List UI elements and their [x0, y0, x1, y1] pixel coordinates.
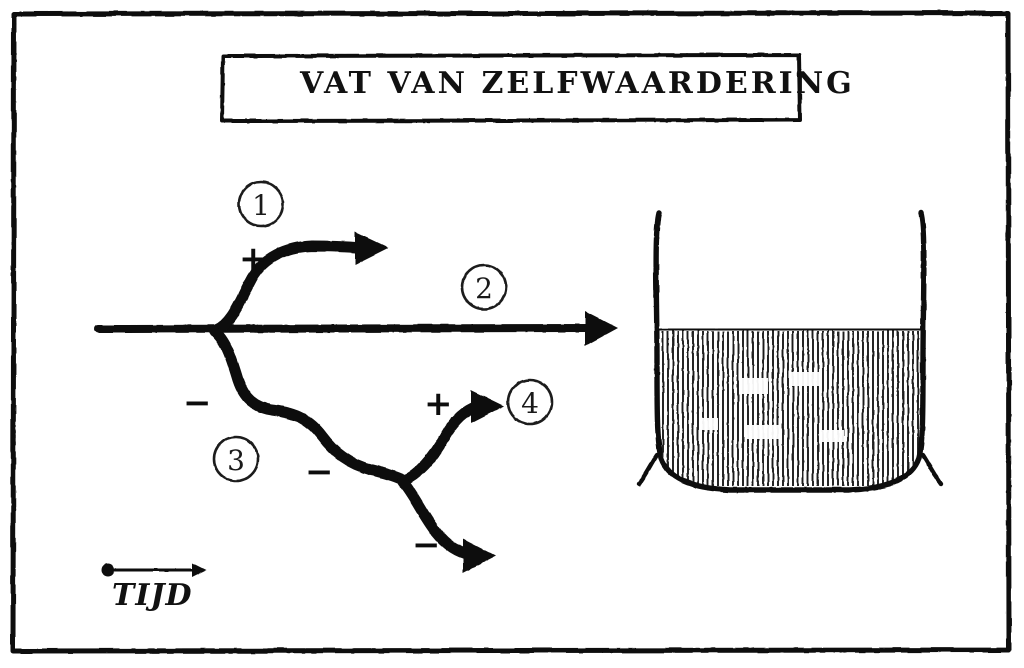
vessel-icon [636, 210, 944, 493]
sign-plus-branch-up: + [239, 239, 268, 279]
sign-plus-fork-up: + [424, 384, 453, 424]
sign-minus-descent-second: − [305, 452, 334, 492]
vessel-liquid [659, 330, 921, 486]
branch-up-curve [210, 232, 389, 336]
marker-label-3[interactable]: 3 [227, 444, 245, 477]
time-axis-icon [101, 563, 206, 577]
marker-circle-4 [506, 378, 554, 426]
page-title: VAT VAN ZELFWAARDERING [300, 66, 855, 101]
sign-minus-descent-first: − [183, 383, 212, 423]
sign-minus-fork-down: − [412, 525, 441, 565]
marker-label-1[interactable]: 1 [252, 189, 270, 222]
horizontal-arrow [94, 311, 618, 346]
marker-circle-2 [460, 263, 508, 311]
marker-circle-3 [212, 435, 260, 483]
time-axis-label: TIJD [112, 578, 193, 613]
branch-down-curve [208, 325, 411, 487]
marker-circle-1 [237, 180, 285, 228]
fork-up-curve [397, 390, 504, 487]
marker-label-4[interactable]: 4 [521, 387, 539, 420]
outer-frame [10, 10, 1012, 654]
fork-down-curve [397, 476, 496, 573]
marker-label-2[interactable]: 2 [475, 272, 493, 305]
title-box [220, 53, 802, 123]
